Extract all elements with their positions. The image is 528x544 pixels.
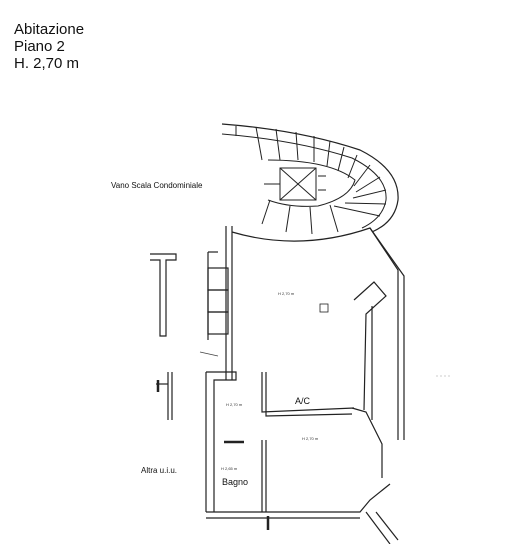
- height-bathroom: H 2,65 m: [221, 466, 238, 471]
- column-marker: [319, 303, 329, 313]
- openings: [156, 380, 270, 530]
- other-unit-label: Altra u.i.u.: [141, 466, 178, 475]
- title-floor: Piano 2: [14, 38, 65, 55]
- plan-title-block: Abitazione Piano 2 H. 2,70 m: [14, 21, 84, 72]
- title-height: H. 2,70 m: [14, 55, 80, 72]
- height-main-room: H 2,70 m: [278, 291, 295, 296]
- title-dwelling: Abitazione: [14, 21, 85, 38]
- bathroom-label: Bagno: [222, 477, 249, 487]
- stairwell-label: Vano Scala Condominiale: [111, 181, 203, 190]
- apartment-walls: [150, 226, 405, 544]
- height-corridor: H 2,70 m: [226, 402, 243, 407]
- staircase: [221, 123, 399, 235]
- direction-arrow: [199, 351, 219, 357]
- ac-label: A/C: [295, 396, 311, 406]
- height-second-room: H 2,70 m: [302, 436, 319, 441]
